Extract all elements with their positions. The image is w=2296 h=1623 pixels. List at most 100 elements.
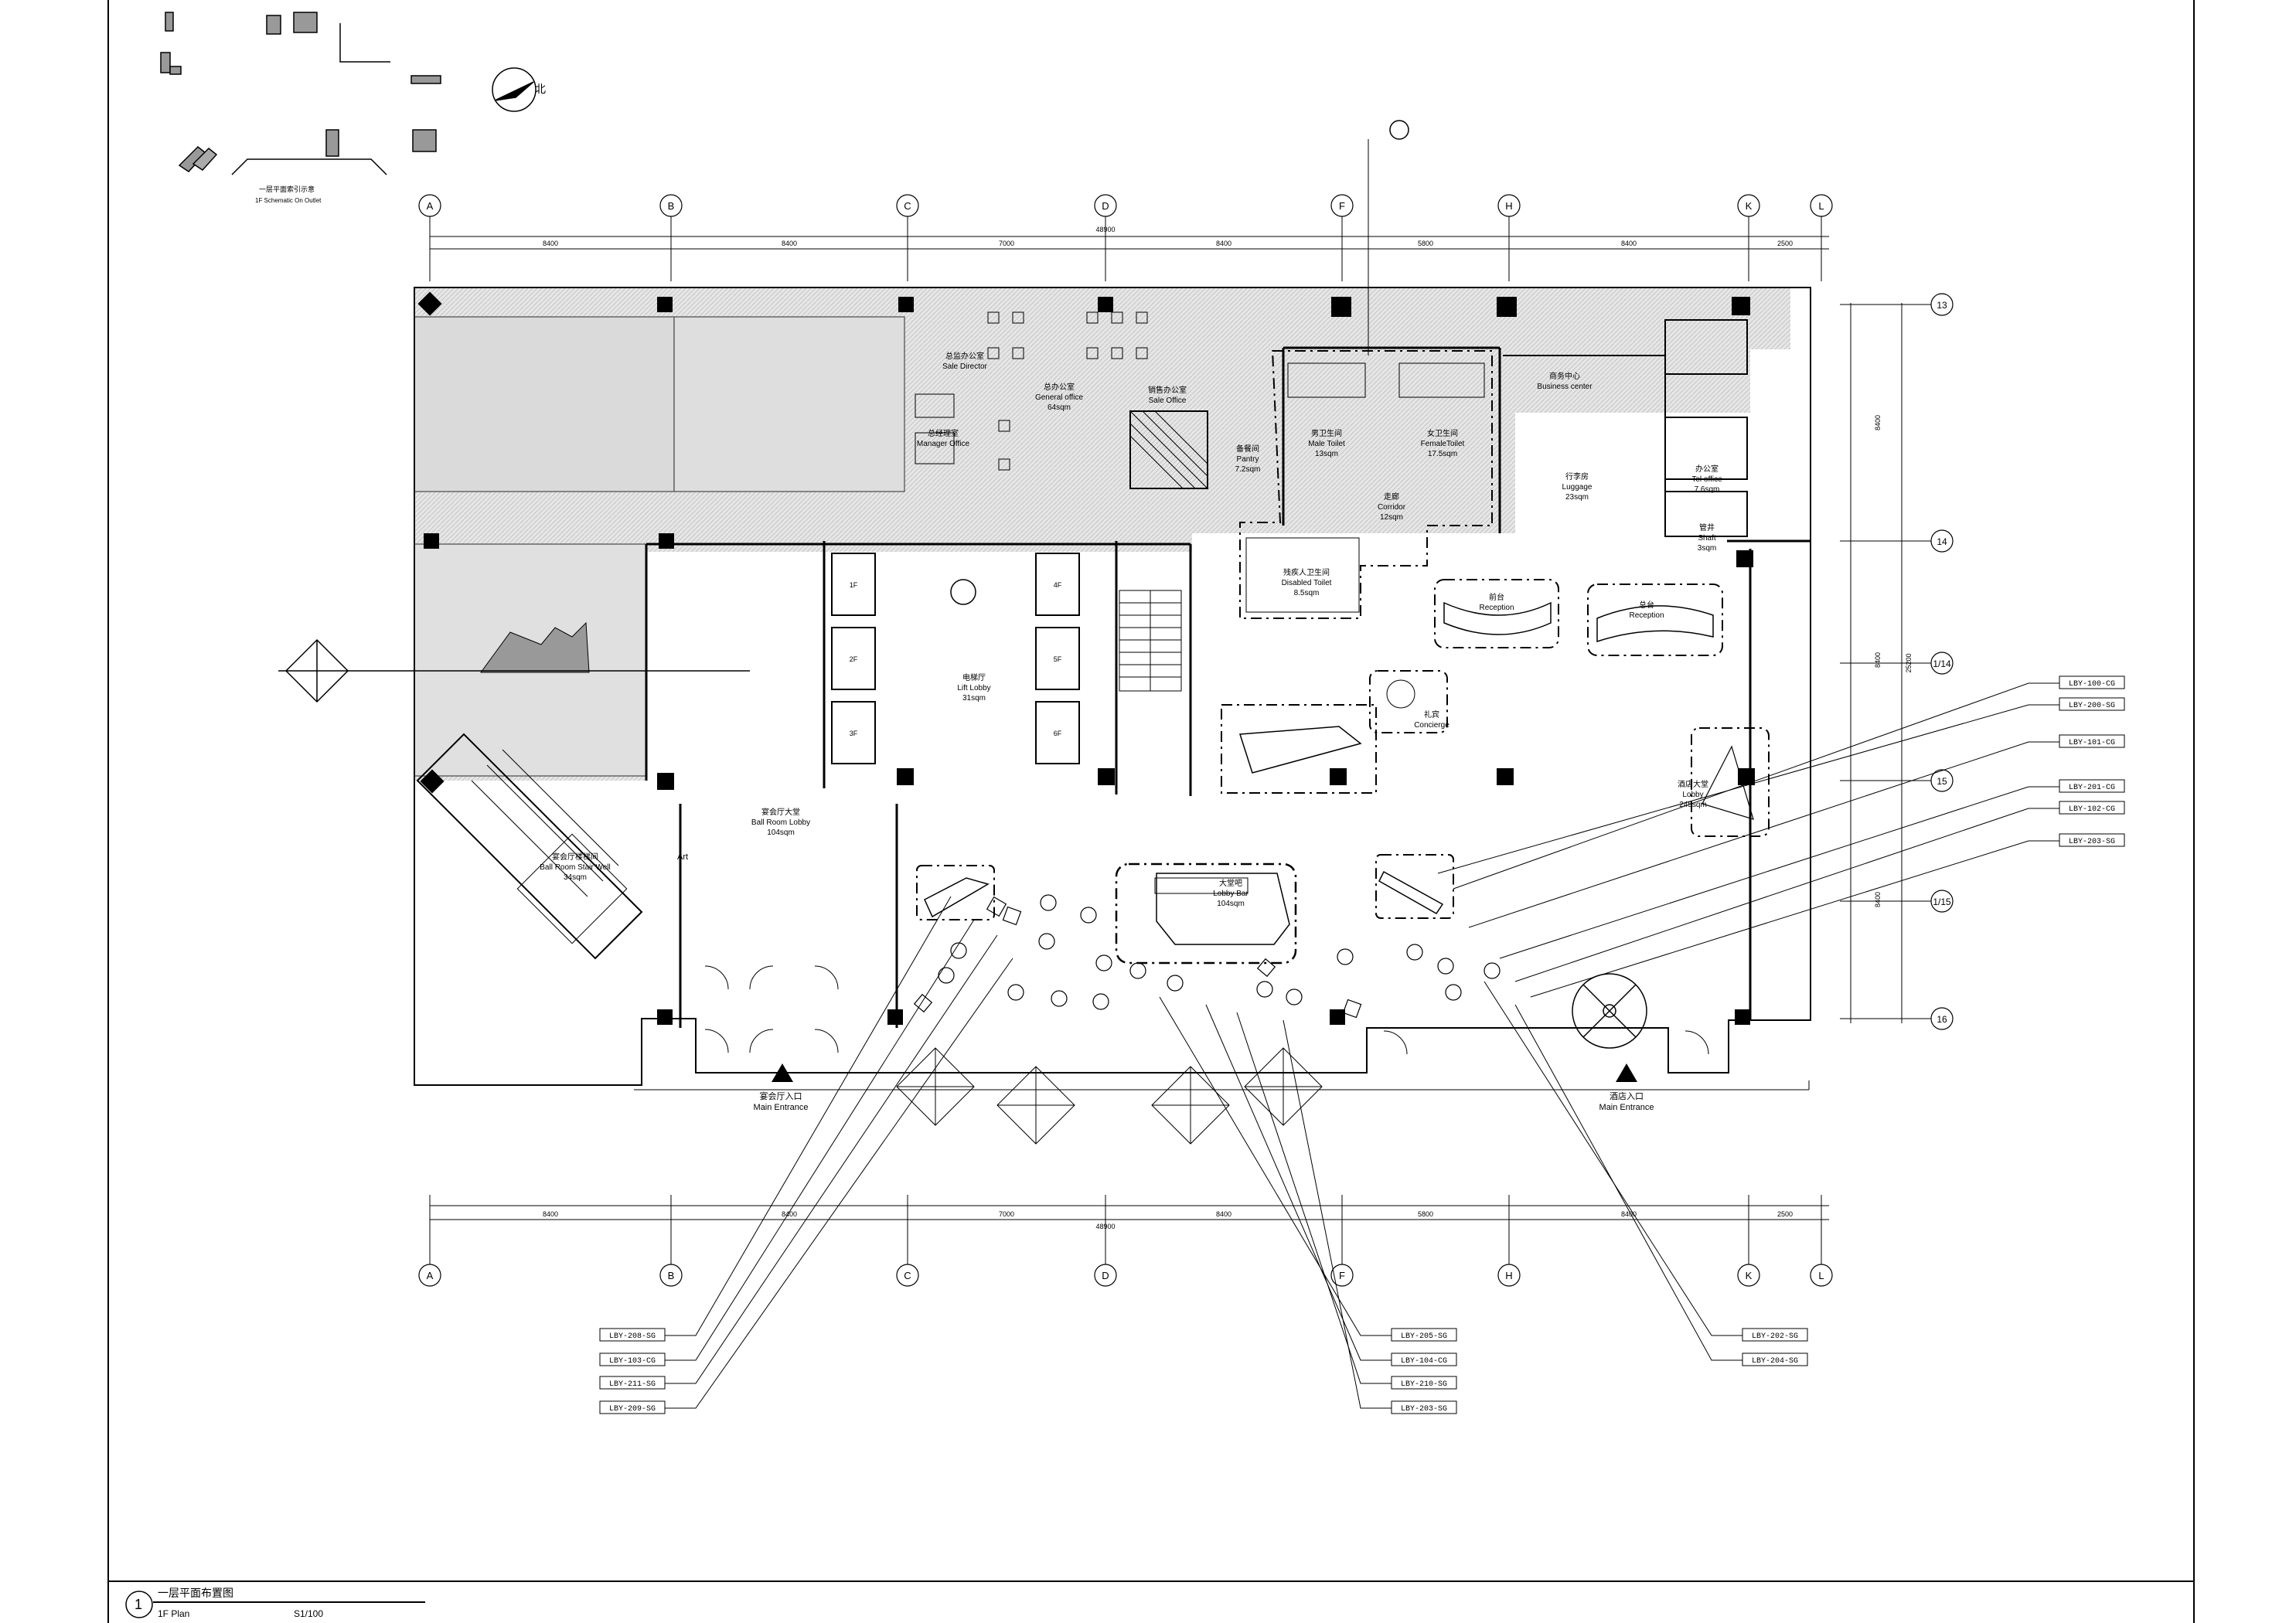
room-area: 7.6sqm [1695, 485, 1720, 494]
lift-label: 1F [850, 581, 858, 589]
callout-tag-label: LBY-204-SG [1752, 1357, 1798, 1366]
room-name-cn: 残疾人卫生间 [1283, 567, 1330, 577]
lift-label: 4F [1054, 581, 1062, 589]
callout-tag-box [2059, 675, 2125, 689]
callout-tag-label: LBY-211-SG [609, 1380, 656, 1389]
grid-bubble-label: D [1102, 200, 1109, 212]
grid-bubble [1330, 194, 1354, 217]
callout-tag-box [1391, 1400, 1457, 1414]
grid-bubble [1094, 1264, 1117, 1287]
grid-bubble-label: F [1339, 1270, 1345, 1281]
callout-leader [1484, 981, 1742, 1336]
building-shell [278, 287, 1811, 1145]
room-name-cn: 礼宾 [1424, 709, 1439, 720]
dimension-text: 8400 [543, 1210, 558, 1218]
grid-bubble-label: 15 [1937, 776, 1947, 787]
dimension-text: 5800 [1418, 240, 1433, 247]
callout-tag-label: LBY-104-CG [1401, 1357, 1447, 1366]
grid-bubble-label: B [668, 200, 675, 212]
room-name-cn: 总经理室 [928, 428, 959, 438]
room-area: 17.5sqm [1428, 450, 1457, 458]
entrance-label-cn: 宴会厅入口 [760, 1091, 802, 1101]
callout-leader [1437, 704, 2059, 874]
grid-bubble-label: K [1746, 1270, 1753, 1281]
room-name-cn: 总台 [1639, 600, 1654, 610]
callout-leader [1530, 840, 2059, 998]
callout-leader [665, 896, 952, 1336]
total-dimension: 48900 [1095, 1223, 1115, 1230]
callout-tag-label: LBY-205-SG [1401, 1332, 1447, 1341]
grid-bubble [1497, 194, 1521, 217]
grid-bubble [418, 194, 441, 217]
grid-bubble [1810, 194, 1833, 217]
room-area: 7.2sqm [1235, 465, 1261, 474]
room-name-cn: 酒店大堂 [1678, 779, 1708, 789]
room-name-cn: 行李房 [1565, 471, 1589, 481]
callout-leader [1468, 741, 2059, 928]
grid-bubble-label: A [427, 1270, 434, 1281]
dimension-text: 8400 [1874, 415, 1882, 430]
grid-bubble [1737, 194, 1760, 217]
room-name-en: Luggage [1562, 483, 1593, 492]
room-name-cn: 前台 [1489, 592, 1504, 602]
dimension-text: 7000 [999, 240, 1014, 247]
grid-bubble [659, 1264, 683, 1287]
room-name-en: Manager Office [917, 440, 970, 448]
room-name-cn: 走廊 [1384, 492, 1399, 502]
room-name-en: Lift Lobby [957, 684, 990, 692]
room-name-en: Pantry [1237, 455, 1259, 464]
entrance-label-en: Main Entrance [1599, 1103, 1654, 1112]
callout-tag-label: LBY-201-CG [2069, 784, 2115, 792]
sheet-scale: S1/100 [294, 1608, 323, 1619]
callout-leader [1283, 1019, 1392, 1409]
grid-bubble-label: 1/14 [1933, 658, 1951, 669]
grid-bubbles: AABBCCDDFFHHKKLL840084008400840070007000… [418, 194, 1954, 1287]
index-schematic [160, 12, 537, 175]
room-name-en: Sale Director [942, 362, 987, 371]
grid-bubble-label: C [904, 1270, 911, 1281]
grid-bubble [659, 194, 683, 217]
room-name-en: Reception [1629, 611, 1664, 620]
room-area: 34sqm [564, 873, 587, 882]
callout-leader [665, 934, 998, 1384]
callout-leader [1514, 1004, 1742, 1361]
dimension-text: 5800 [1418, 1210, 1433, 1218]
room-area: 12sqm [1380, 513, 1403, 522]
grid-bubble [1737, 1264, 1760, 1287]
room-area: 13sqm [1315, 450, 1338, 458]
total-dimension: 25200 [1905, 653, 1913, 672]
callout-leader [1514, 808, 2059, 982]
room-area: 64sqm [1048, 403, 1071, 412]
room-name-en: Corridor [1378, 503, 1406, 512]
callout-tag-label: LBY-102-CG [2069, 805, 2115, 814]
grid-bubble [1094, 194, 1117, 217]
callout-leader [1236, 1012, 1392, 1384]
dimension-text: 8400 [1216, 240, 1231, 247]
room-name-en: Disabled Toilet [1282, 579, 1332, 587]
grid-bubble-label: 16 [1937, 1014, 1947, 1025]
room-name-en: Ball Room Stair Well [540, 863, 611, 872]
room-area: 104sqm [767, 829, 795, 837]
grid-bubble [1810, 1264, 1833, 1287]
dimension-text: 8400 [1874, 892, 1882, 907]
callout-tag-label: LBY-209-SG [609, 1405, 656, 1414]
room-name-en: Shaft [1698, 534, 1716, 543]
sheet-number: 1 [135, 1597, 142, 1612]
grid-bubble [896, 194, 919, 217]
dimension-text: 8400 [782, 240, 797, 247]
section-markers [284, 120, 1409, 703]
dimension-text: 8400 [543, 240, 558, 247]
art-label: Art [677, 852, 688, 862]
callout-tag-box [2059, 833, 2125, 847]
callout-tag-label: LBY-210-SG [1401, 1380, 1447, 1389]
dimension-text: 2500 [1777, 240, 1793, 247]
grid-bubble-label: 13 [1937, 300, 1947, 311]
room-name-en: Lobby [1682, 791, 1703, 799]
lift-label: 6F [1054, 730, 1062, 737]
grid-bubble [1330, 1264, 1354, 1287]
callout-tag-box [2059, 734, 2125, 748]
entrance-arrow-ballroom [772, 1063, 793, 1082]
callout-leader [1159, 996, 1392, 1336]
legend-caption-cn: 一层平面索引示意 [259, 185, 315, 193]
grid-bubble-label: H [1505, 1270, 1512, 1281]
